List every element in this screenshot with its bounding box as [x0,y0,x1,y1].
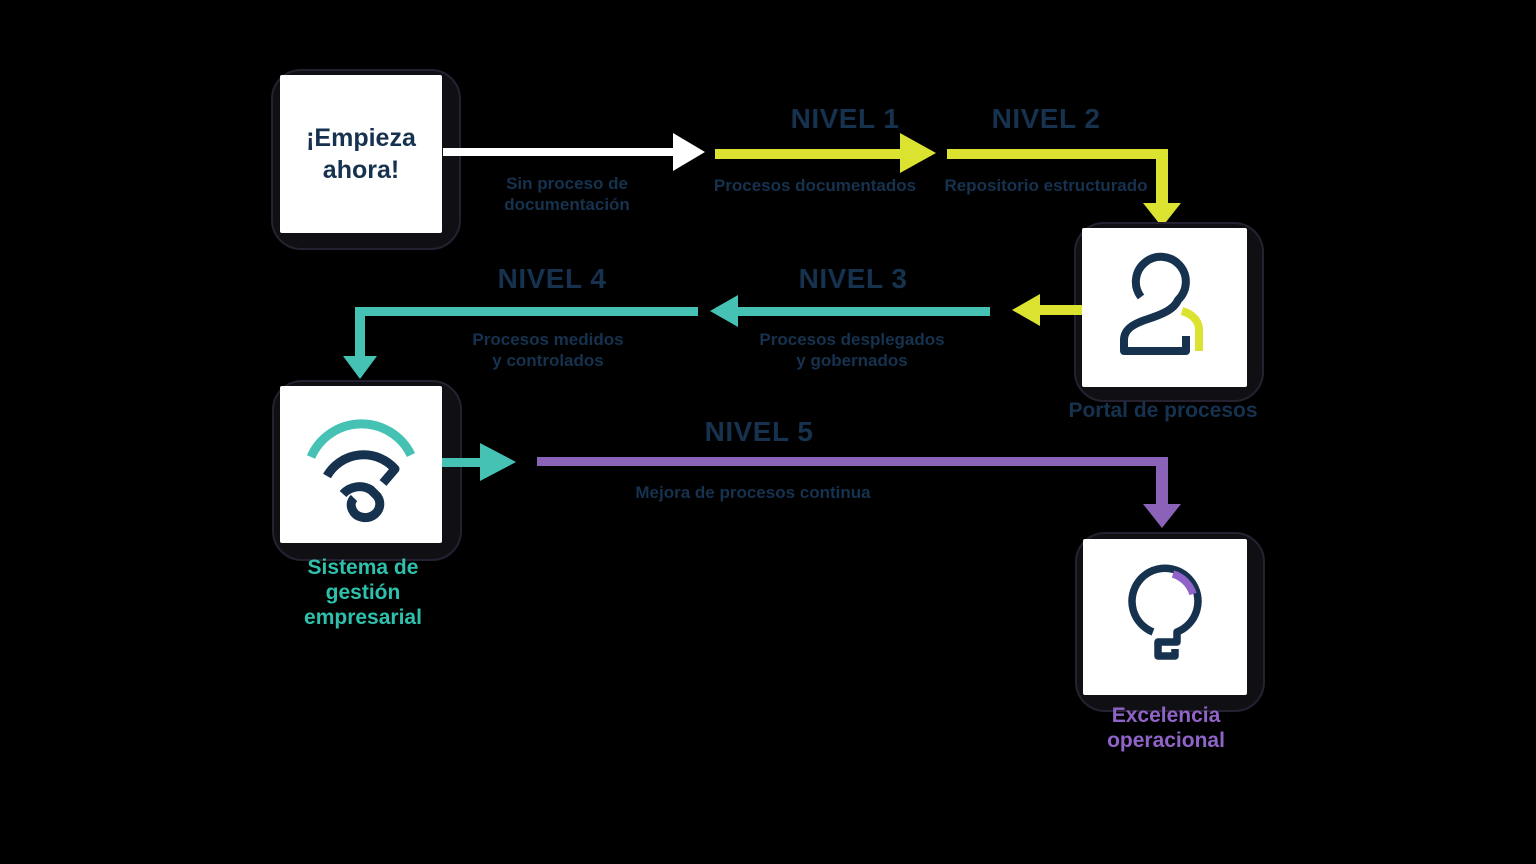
excelencia-card [1083,539,1247,695]
start-arrow-line [443,148,673,156]
start-caption: Sin proceso de documentación [504,174,630,215]
level-5-arrow-elbow [1156,457,1168,506]
person-icon [1120,252,1203,355]
level-5-arrow-line [537,457,1168,466]
sistema-exit-arrowhead-icon [480,443,516,481]
level-2-arrow-elbow [1156,149,1168,205]
sistema-label: Sistema de gestión empresarial [304,556,422,629]
lightbulb-icon [1128,564,1202,660]
level-4-arrow-line [355,307,698,316]
level-1-title: NIVEL 1 [790,103,900,134]
start-arrowhead-icon [673,133,705,171]
portal-exit-arrowhead-icon [1012,294,1040,326]
sistema-exit-arrow-line [442,458,482,467]
level-5-caption: Mejora de procesos continua [635,483,871,502]
level-2-caption: Repositorio estructurado [944,176,1148,195]
level-3-title: NIVEL 3 [798,263,908,294]
portal-label: Portal de procesos [1068,399,1258,422]
excelencia-label: Excelencia operacional [1107,704,1225,752]
level-4-title: NIVEL 4 [497,263,607,294]
level-3-arrowhead-icon [710,295,738,327]
wifi-icon [306,418,416,522]
level-2-title: NIVEL 2 [991,103,1101,134]
portal-card [1082,228,1247,387]
level-3-arrow-line [728,307,990,316]
level-1-arrowhead-icon [900,133,936,173]
level-4-arrow-elbow [355,307,365,358]
level-5-title: NIVEL 5 [704,416,814,447]
start-label: ¡Empieza ahora! [306,123,416,185]
level-2-arrow-line [947,149,1168,159]
start-card: ¡Empieza ahora! [280,75,442,233]
level-3-caption: Procesos desplegados y gobernados [759,330,945,371]
level-5-arrowhead-icon [1143,504,1181,528]
level-4-caption: Procesos medidos y controlados [472,330,624,371]
level-1-arrow-line [715,149,900,159]
portal-exit-arrow-line [1040,305,1082,315]
level-1-caption: Procesos documentados [713,176,917,195]
level-4-arrowhead-icon [343,356,377,379]
sistema-card [280,386,442,543]
